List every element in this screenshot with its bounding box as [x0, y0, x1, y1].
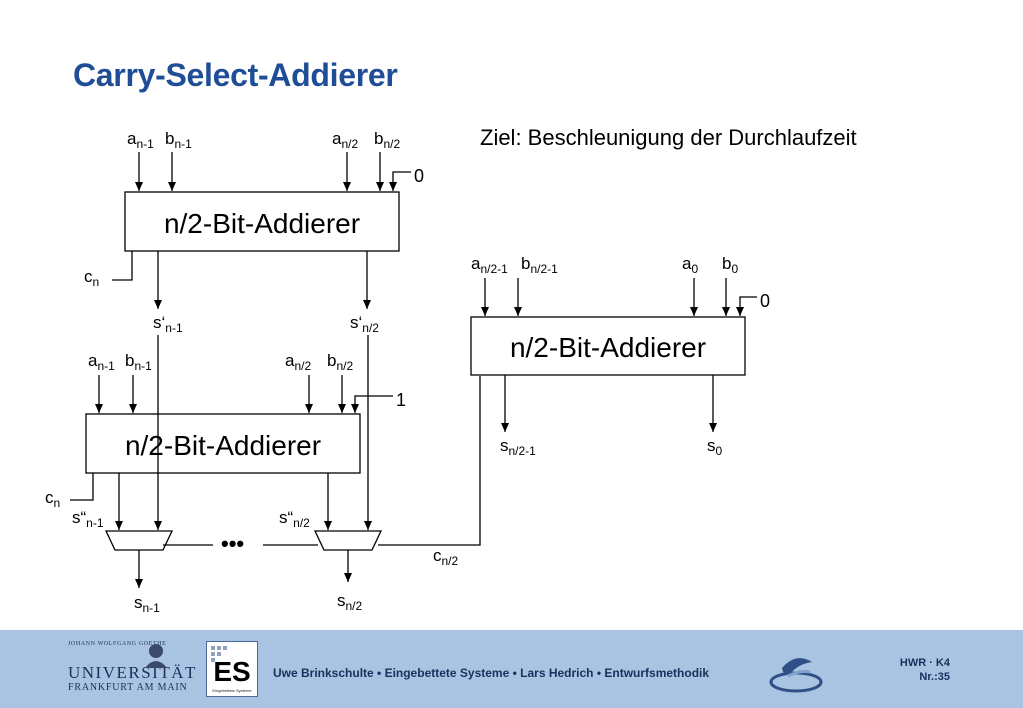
right-mux	[313, 530, 383, 551]
top-carry-out-wire	[112, 251, 133, 281]
left-mux	[104, 530, 174, 551]
course-code: HWR · K4	[899, 657, 950, 669]
mid-label-b-mid: bn/2	[327, 351, 353, 373]
swirl-logo-icon	[769, 658, 823, 693]
low-output-lsb-label: s0	[707, 436, 723, 458]
top-carry-in-label: 0	[414, 166, 424, 186]
top-label-a-mid: an/2	[332, 129, 358, 151]
es-logo: ES	[206, 641, 258, 697]
right-mux-output-label: sn/2	[337, 591, 363, 613]
mid-output-msb-label: s“n-1	[72, 508, 104, 530]
slide-title: Carry-Select-Addierer	[73, 57, 398, 93]
mid-label-a-mid: an/2	[285, 351, 311, 373]
mid-carry-out-label: cn	[45, 488, 60, 510]
top-output-msb-label: s‘n-1	[153, 313, 183, 335]
university-logo-city: FRANKFURT AM MAIN	[68, 682, 188, 693]
carry-select-adder-diagram: n/2-Bit-Addierer n/2-Bit-Addierer n/2-Bi…	[45, 129, 770, 615]
university-logo: JOHANN WOLFGANG GOETHE UNIVERSITÄT FRANK…	[68, 641, 200, 697]
mid-adder-label: n/2-Bit-Addierer	[125, 430, 321, 461]
mid-carry-in-label: 1	[396, 390, 406, 410]
low-label-b-mid: bn/2-1	[521, 254, 558, 276]
mid-label-a-msb: an-1	[88, 351, 115, 373]
left-mux-output-label: sn-1	[134, 593, 160, 615]
mid-carry-out-wire	[70, 473, 94, 501]
low-carry-in-label: 0	[760, 291, 770, 311]
top-adder-label: n/2-Bit-Addierer	[164, 208, 360, 239]
top-label-b-mid: bn/2	[374, 129, 400, 151]
low-adder-label: n/2-Bit-Addierer	[510, 332, 706, 363]
select-carry-wire	[378, 376, 481, 546]
university-logo-name: UNIVERSITÄT	[68, 663, 197, 682]
low-label-b0: b0	[722, 254, 738, 276]
top-carry-in-wire	[389, 171, 411, 191]
footer-bar	[0, 630, 1023, 708]
footer-authors: Uwe Brinkschulte • Eingebettete Systeme …	[273, 666, 710, 680]
low-carry-in-wire	[736, 296, 757, 316]
es-logo-text: ES	[213, 656, 250, 687]
es-caption: Eingebettete Systeme	[212, 688, 252, 693]
low-adder-box	[470, 316, 746, 376]
low-output-mid-label: sn/2-1	[500, 436, 536, 458]
low-label-a-mid: an/2-1	[471, 254, 508, 276]
goethe-portrait-icon	[145, 644, 167, 668]
mid-carry-in-wire	[351, 395, 393, 413]
top-adder-box	[124, 191, 400, 252]
mid-output-mid-label: s“n/2	[279, 508, 310, 530]
top-output-mid-label: s‘n/2	[350, 313, 379, 335]
top-label-a-msb: an-1	[127, 129, 154, 151]
select-carry-label: cn/2	[433, 546, 459, 568]
low-label-a0: a0	[682, 254, 698, 276]
top-carry-out-label: cn	[84, 267, 99, 289]
slide-number: Nr.:35	[919, 671, 950, 683]
mid-adder-box	[85, 413, 361, 474]
page-reference: HWR · K4 Nr.:35	[870, 656, 950, 684]
mid-label-b-msb: bn-1	[125, 351, 152, 373]
ellipsis: •••	[221, 531, 244, 556]
top-label-b-msb: bn-1	[165, 129, 192, 151]
university-logo-small-text: JOHANN WOLFGANG GOETHE	[68, 641, 167, 647]
goal-statement: Ziel: Beschleunigung der Durchlaufzeit	[480, 125, 857, 150]
